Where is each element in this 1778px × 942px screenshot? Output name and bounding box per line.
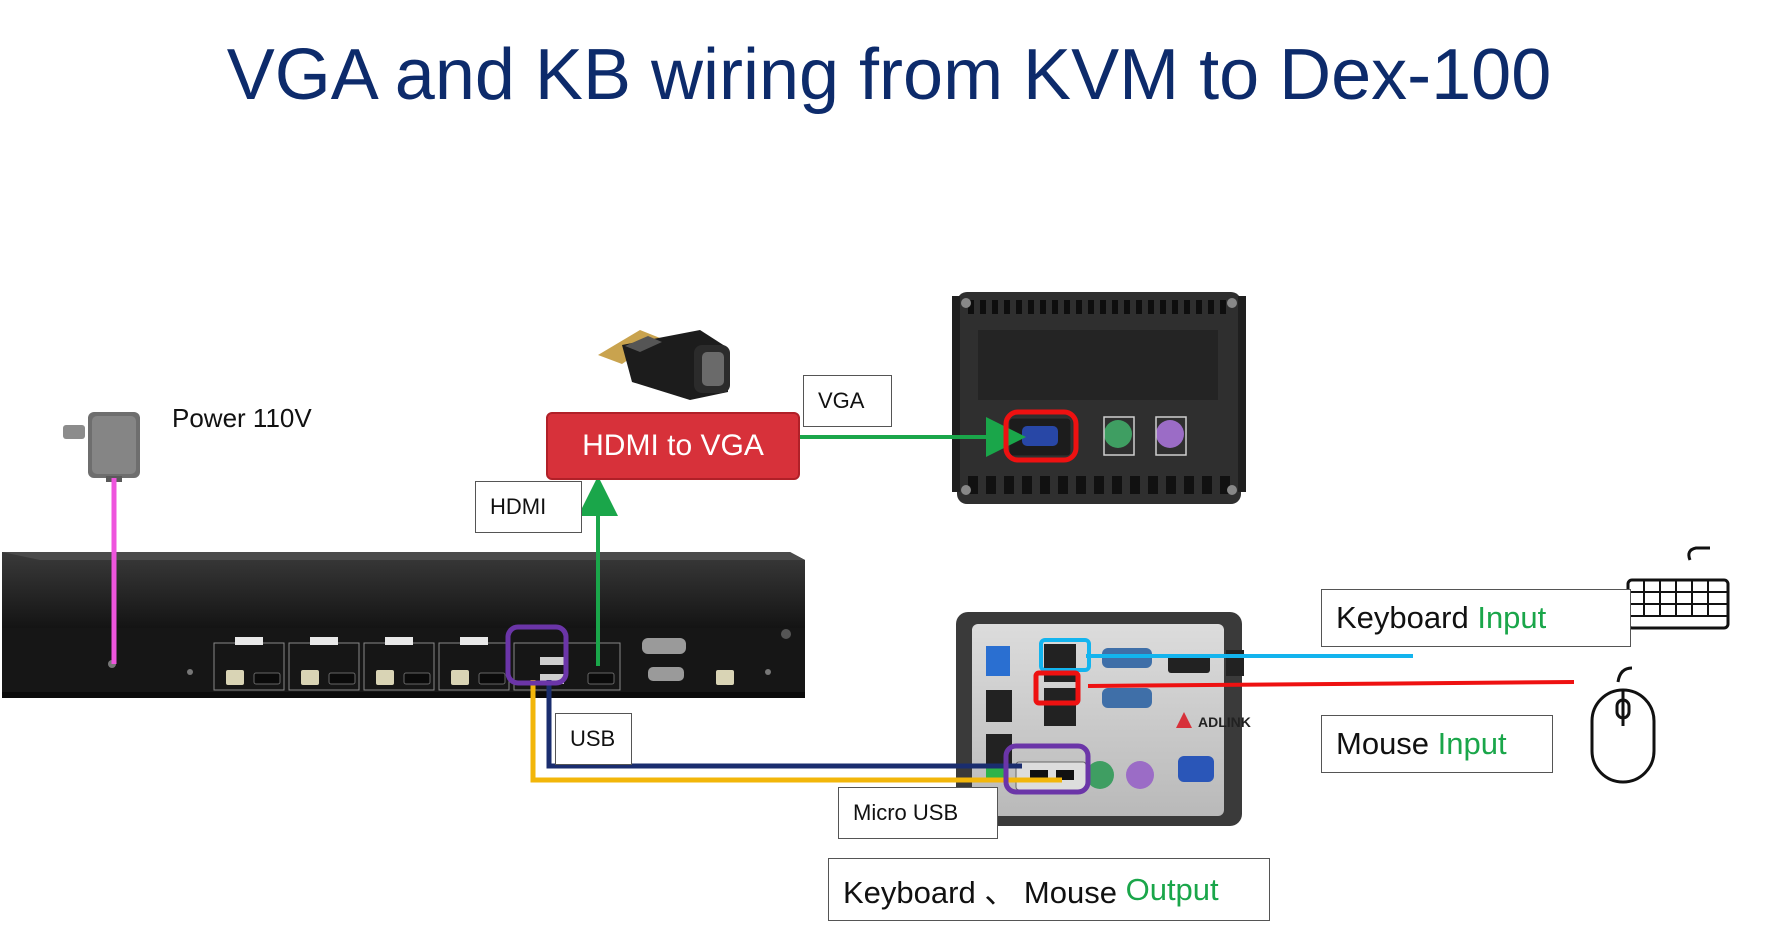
mouse-icon: [1590, 666, 1656, 784]
power-label: Power 110V: [172, 403, 312, 433]
km-output-label: Keyboard 、 Mouse Output: [828, 858, 1270, 921]
power-adapter-icon: [63, 412, 140, 482]
keyboard-icon: [1626, 546, 1730, 630]
usb-label-text: USB: [570, 726, 616, 751]
usb-wire-navy: [546, 680, 1022, 769]
keyboard-input-label-b: Input: [1477, 600, 1547, 635]
usb-wire-yellow: [530, 680, 1062, 783]
micro-usb-highlight: [1003, 743, 1091, 795]
vga-label-text: VGA: [818, 388, 865, 413]
mouse-input-label: Mouse Input: [1321, 715, 1553, 773]
mouse-input-label-a: Mouse: [1336, 726, 1438, 761]
mouse-input-label-b: Input: [1437, 726, 1507, 761]
micro-usb-label: Micro USB: [838, 787, 998, 839]
hdmi-vga-adapter-icon: [598, 330, 730, 400]
page-title: VGA and KB wiring from KVM to Dex-100: [226, 35, 1552, 115]
mouse-wire: [1087, 680, 1575, 688]
usb-label: USB: [555, 713, 632, 765]
keyboard-port-highlight: [1039, 638, 1091, 672]
hdmi-label: HDMI: [475, 481, 582, 533]
brand-label: ADLINK: [1198, 714, 1251, 730]
vga-label: VGA: [803, 375, 892, 427]
hdmi-to-vga-box: HDMI to VGA: [546, 412, 800, 480]
hdmi-label-text: HDMI: [490, 494, 547, 519]
keyboard-input-label-a: Keyboard: [1336, 600, 1478, 635]
kvm-switch-icon: [2, 552, 805, 698]
micro-usb-label-text: Micro USB: [853, 800, 959, 825]
dex100-rear-unit-icon: [952, 292, 1246, 504]
kvm-usb-highlight: [505, 624, 569, 686]
km-output-label-b: Output: [1125, 871, 1219, 907]
dex100-io-panel-icon: ADLINK: [956, 612, 1251, 826]
vga-port-highlight: [1003, 409, 1079, 463]
km-output-label-a: Keyboard 、 Mouse: [843, 875, 1126, 910]
mouse-port-highlight: [1033, 670, 1081, 706]
keyboard-input-label: Keyboard Input: [1321, 589, 1631, 647]
